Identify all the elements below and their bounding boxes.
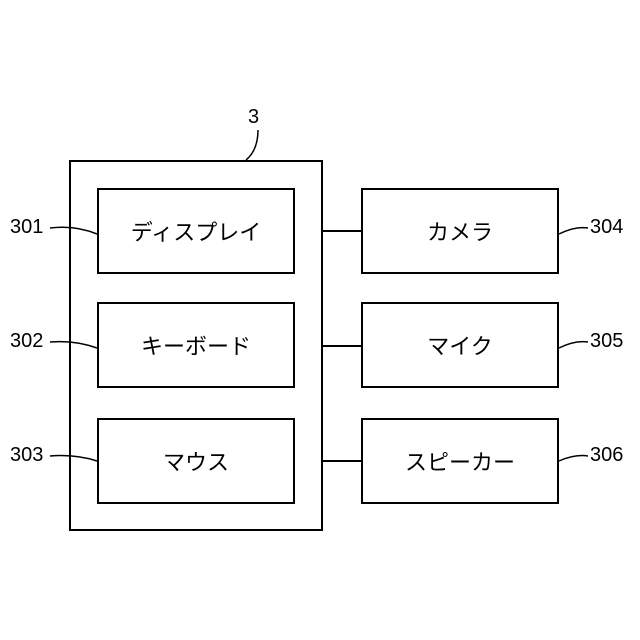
camera-label: カメラ <box>427 215 493 247</box>
ref-302: 302 <box>10 330 43 353</box>
leader-306 <box>559 456 588 461</box>
mouse-label: マウス <box>163 445 229 477</box>
speaker-block: スピーカー <box>361 418 559 504</box>
speaker-label: スピーカー <box>405 445 515 477</box>
keyboard-label: キーボード <box>141 329 251 361</box>
leader-304 <box>559 228 588 234</box>
ref-306: 306 <box>590 444 623 467</box>
ref-305: 305 <box>590 330 623 353</box>
camera-block: カメラ <box>361 188 559 274</box>
display-label: ディスプレイ <box>131 215 261 247</box>
mouse-block: マウス <box>97 418 295 504</box>
keyboard-block: キーボード <box>97 302 295 388</box>
display-block: ディスプレイ <box>97 188 295 274</box>
container-leader <box>246 130 258 160</box>
mic-label: マイク <box>427 329 493 361</box>
ref-304: 304 <box>590 216 623 239</box>
ref-303: 303 <box>10 444 43 467</box>
leader-305 <box>559 342 588 348</box>
mic-block: マイク <box>361 302 559 388</box>
ref-301: 301 <box>10 216 43 239</box>
container-ref-label: 3 <box>248 106 259 129</box>
